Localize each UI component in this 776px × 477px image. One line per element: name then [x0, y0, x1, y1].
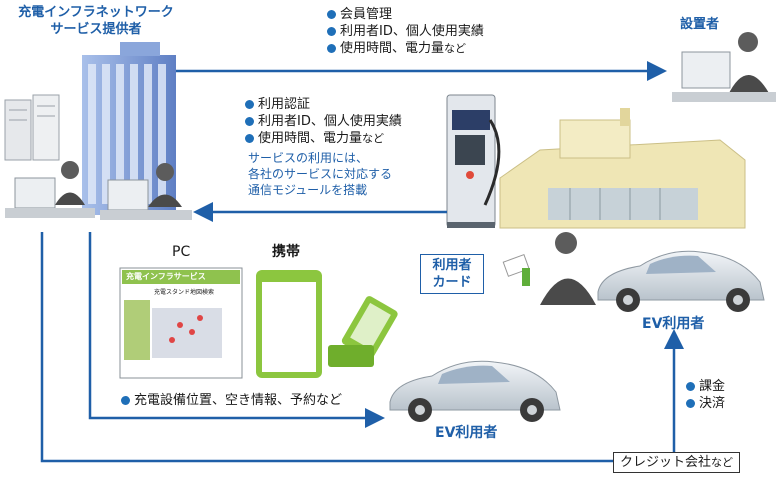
pc-banner: 充電インフラサービス: [126, 272, 206, 281]
smartphone-icon: [328, 296, 398, 367]
pc-subtitle: 充電スタンド地図検索: [154, 289, 215, 296]
provider-title: 充電インフラネットワーク サービス提供者: [7, 4, 185, 38]
operator-right-icon: [100, 163, 192, 220]
mid-flow-item: 利用者ID、個人使用実績: [245, 113, 402, 130]
bullet-dot-icon: [245, 134, 254, 143]
mid-flow-list: 利用認証 利用者ID、個人使用実績 使用時間、電力量など: [245, 96, 402, 147]
top-flow-item: 利用者ID、個人使用実績: [327, 23, 484, 40]
billing-list: 課金 決済: [686, 378, 725, 412]
car-bottom-icon: [389, 360, 561, 422]
pc-label: PC: [172, 244, 191, 260]
ev-user-right-label: EV利用者: [642, 316, 705, 332]
provider-title-line1: 充電インフラネットワーク: [18, 5, 174, 20]
bullet-dot-icon: [686, 399, 695, 408]
installer-label: 設置者: [680, 17, 720, 32]
bullet-dot-icon: [327, 44, 336, 53]
credit-company-box: クレジット会社など: [613, 452, 741, 473]
bullet-dot-icon: [686, 382, 695, 391]
bullet-dot-icon: [327, 27, 336, 36]
ev-user-bottom-label: EV利用者: [435, 425, 498, 441]
bullet-dot-icon: [121, 396, 130, 405]
bullet-dot-icon: [327, 10, 336, 19]
provider-title-line2: サービス提供者: [50, 22, 142, 37]
connector-lines: [40, 61, 738, 463]
operator-left-icon: [5, 161, 95, 218]
charging-station-icon: [446, 94, 501, 228]
mid-flow-item: 利用認証: [245, 96, 402, 113]
user-card-callout: 利用者 カード: [420, 254, 484, 294]
bullet-dot-icon: [245, 100, 254, 109]
installer-person-icon: [672, 32, 776, 102]
info-flow-label: 充電設備位置、空き情報、予約など: [121, 392, 342, 409]
mid-flow-item: 使用時間、電力量など: [245, 130, 402, 147]
top-flow-list: 会員管理 利用者ID、個人使用実績 使用時間、電力量など: [327, 6, 484, 57]
top-flow-item: 会員管理: [327, 6, 484, 23]
facility-building-icon: [499, 108, 746, 229]
bullet-dot-icon: [245, 117, 254, 126]
pc-screen-icon: [119, 267, 243, 379]
mobile-phone-icon: [256, 270, 322, 378]
module-note: サービスの利用には、 各社のサービスに対応する 通信モジュールを搭載: [248, 151, 393, 197]
mobile-label: 携帯: [272, 244, 300, 260]
server-icon: [4, 94, 60, 161]
top-flow-item: 使用時間、電力量など: [327, 40, 484, 57]
card-user-person-icon: [502, 232, 596, 305]
car-right-icon: [597, 250, 765, 312]
